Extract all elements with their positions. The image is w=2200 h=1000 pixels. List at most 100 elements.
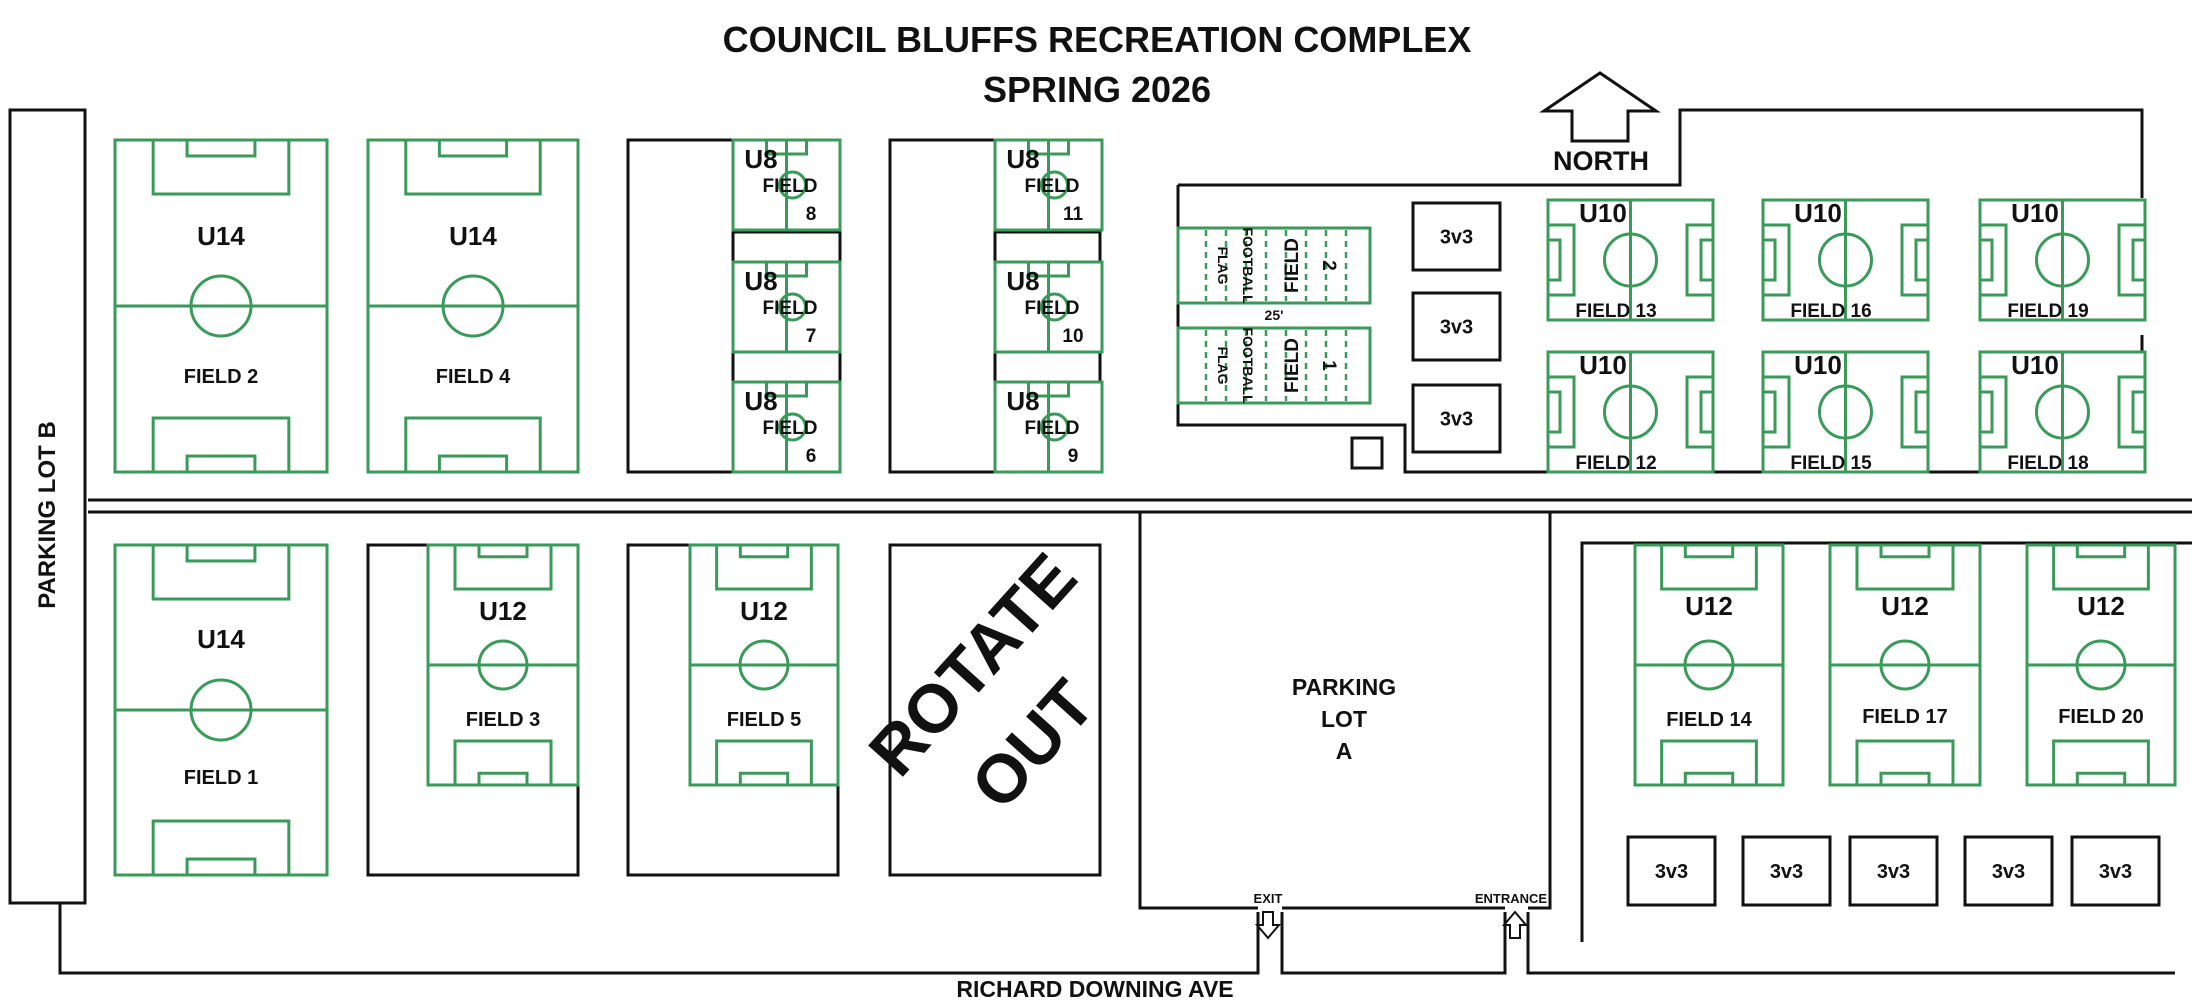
center-circle — [1040, 170, 1069, 200]
field-boundary — [1176, 326, 1372, 405]
parking-lot-a-line-3: A — [1336, 738, 1353, 764]
three-v-three-outline — [1626, 835, 1717, 907]
three-v-three-outline — [1411, 201, 1502, 272]
field-number-label: 2 — [1318, 260, 1339, 271]
center-circle — [778, 412, 807, 442]
three-v-three-outline — [1848, 835, 1939, 907]
field-age-label: U8 — [744, 144, 777, 174]
field-age-label: U8 — [744, 386, 777, 416]
field-word-label: FIELD — [763, 298, 818, 319]
field-name-label: FIELD 20 — [2058, 706, 2144, 728]
field-age-label: U14 — [197, 624, 245, 654]
field-age-label: U8 — [1006, 386, 1039, 416]
field-name-label: FIELD 14 — [1666, 709, 1752, 731]
three-v-three-outline — [1741, 835, 1832, 907]
field-name-label: FIELD 19 — [2007, 301, 2088, 322]
field-age-label: U12 — [1881, 591, 1929, 621]
goal-box — [765, 260, 808, 278]
goal-box — [1027, 260, 1070, 278]
goal-box — [1683, 771, 1735, 787]
map-title: COUNCIL BLUFFS RECREATION COMPLEX — [723, 19, 1472, 60]
field-age-label: U10 — [1794, 198, 1842, 228]
center-circle — [1603, 384, 1658, 440]
center-circle — [1818, 384, 1873, 440]
center-circle — [778, 170, 807, 200]
goal-box — [1027, 380, 1070, 398]
football-label: FOOTBALL — [1240, 227, 1256, 304]
goal-box — [1978, 238, 1994, 282]
goal-box — [1879, 771, 1931, 787]
three-v-three-box: 3v3 — [1411, 291, 1502, 362]
exit-arrow-icon — [1254, 911, 1282, 940]
parking-lot-a: PARKING LOT A — [1292, 674, 1396, 764]
flag-label: FLAG — [1215, 346, 1231, 384]
three-v-three-label: 3v3 — [1992, 861, 2025, 883]
goal-box — [1879, 543, 1931, 559]
entrance: ENTRANCE — [1475, 891, 1547, 939]
exit-label: EXIT — [1254, 891, 1283, 906]
goal-box — [437, 138, 509, 158]
field-age-label: U12 — [479, 596, 527, 626]
road-label: RICHARD DOWNING AVE — [956, 976, 1233, 1000]
exit: EXIT — [1254, 891, 1283, 940]
center-circle — [1879, 639, 1931, 691]
goal-box — [477, 543, 529, 559]
field-word-label: FIELD — [1025, 418, 1080, 439]
rotate-out-box — [888, 543, 1102, 877]
field-word-label: FIELD — [1282, 238, 1303, 293]
center-circle — [477, 639, 529, 691]
field-name-label: FIELD 3 — [466, 709, 540, 731]
goal-box — [185, 454, 257, 474]
goal-box — [477, 771, 529, 787]
goal-box — [2131, 390, 2147, 434]
goal-box — [1761, 238, 1777, 282]
field-name-label: FIELD 2 — [184, 366, 258, 388]
three-v-three-label: 3v3 — [1440, 317, 1473, 339]
football-label: FOOTBALL — [1240, 327, 1256, 404]
center-circle — [778, 292, 807, 322]
field-name-label: FIELD 1 — [184, 767, 258, 789]
center-circle — [738, 639, 790, 691]
three-v-three-outline — [2070, 835, 2161, 907]
three-v-three-label: 3v3 — [1440, 227, 1473, 249]
field-name-label: FIELD 12 — [1575, 453, 1656, 474]
field-age-label: U10 — [2011, 198, 2059, 228]
center-circle — [189, 274, 253, 338]
parking-lot-b: PARKING LOT B — [8, 108, 87, 905]
three-v-three-outline — [1411, 383, 1502, 454]
center-circle — [189, 678, 253, 742]
center-circle — [441, 274, 505, 338]
map-subtitle: SPRING 2026 — [983, 69, 1211, 110]
center-circle — [1040, 292, 1069, 322]
field-age-label: U12 — [740, 596, 788, 626]
center-circle — [1818, 232, 1873, 288]
field-age-label: U10 — [1794, 350, 1842, 380]
goal-box — [1914, 390, 1930, 434]
goal-box — [1546, 238, 1562, 282]
parking-lot-a-line-1: PARKING — [1292, 674, 1396, 700]
goal-box — [738, 771, 790, 787]
field-number-label: 6 — [806, 446, 817, 467]
three-v-three-outline — [1963, 835, 2054, 907]
north-arrow: NORTH — [1539, 71, 1661, 176]
field-name-label: FIELD 4 — [436, 366, 511, 388]
goal-box — [738, 543, 790, 559]
field-name-label: FIELD 15 — [1790, 453, 1872, 474]
field-name-label: FIELD 18 — [2007, 453, 2088, 474]
field-number-label: 9 — [1068, 446, 1079, 467]
field-name-label: FIELD 5 — [727, 709, 801, 731]
goal-box — [1761, 390, 1777, 434]
